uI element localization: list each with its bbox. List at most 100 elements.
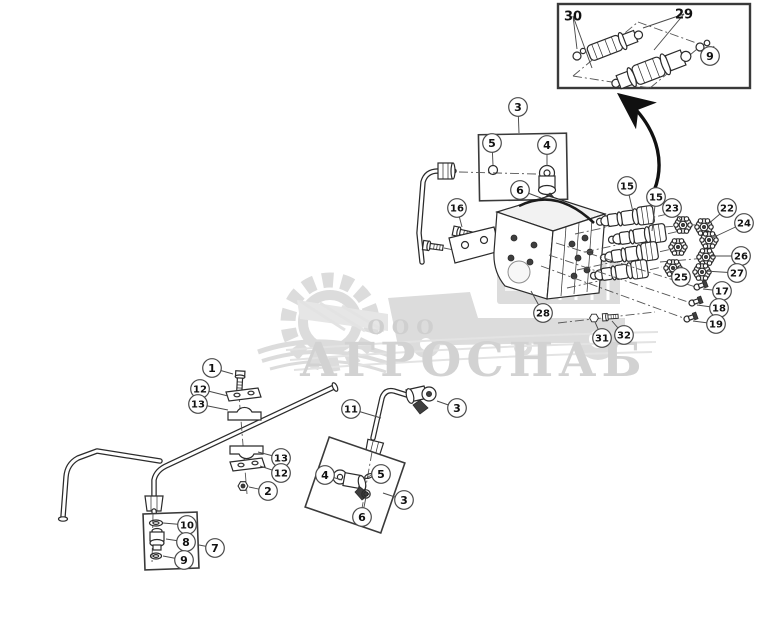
svg-text:19: 19	[709, 320, 723, 331]
bolt-16b	[421, 239, 445, 254]
svg-text:6: 6	[516, 184, 524, 197]
callout-28: 28	[530, 290, 553, 323]
callout-13: 13	[188, 394, 229, 414]
callout-3: 3	[508, 97, 528, 134]
pipe-clamp-assembly	[225, 370, 266, 495]
svg-text:31: 31	[595, 334, 609, 345]
callout-15: 15	[617, 176, 637, 213]
svg-text:1: 1	[208, 362, 216, 375]
svg-text:23: 23	[665, 204, 679, 215]
svg-text:25: 25	[674, 273, 688, 284]
callout-23: 23	[662, 198, 683, 223]
callout-31: 31	[592, 321, 612, 348]
washer-9b	[703, 39, 711, 47]
callout-16: 16	[447, 198, 467, 228]
svg-text:10: 10	[180, 521, 194, 532]
callout-5: 5	[482, 133, 502, 166]
svg-text:3: 3	[453, 402, 461, 415]
svg-text:15: 15	[620, 182, 634, 193]
svg-text:18: 18	[712, 304, 726, 315]
washer-10	[148, 519, 164, 527]
callout-3: 3	[382, 490, 414, 510]
svg-text:22: 22	[720, 204, 734, 215]
valve-spool-upper	[586, 29, 644, 61]
clamp-saddle-13-lower	[229, 445, 264, 460]
svg-text:16: 16	[450, 204, 464, 215]
dust-cap-26	[696, 248, 716, 266]
svg-text:6: 6	[358, 511, 366, 524]
callout-1: 1	[202, 358, 234, 378]
callout-13: 13	[257, 448, 291, 468]
elbow-fitting-3-hose	[405, 385, 437, 415]
svg-text:28: 28	[536, 309, 550, 320]
callout-29: 29	[642, 8, 693, 51]
callout-25: 25	[671, 266, 691, 287]
callout-18: 18	[696, 298, 729, 318]
callout-3: 3	[436, 398, 467, 418]
callout-9: 9	[162, 550, 194, 570]
svg-text:5: 5	[377, 468, 385, 481]
callout-7: 7	[198, 538, 225, 558]
dust-cap-23	[673, 216, 693, 234]
callout-30: 30	[564, 10, 593, 69]
diagram-linework	[57, 2, 752, 571]
bottom-fitting-box	[304, 435, 406, 535]
callout-19: 19	[692, 314, 726, 334]
svg-text:12: 12	[193, 385, 207, 396]
upper-steel-pipe	[416, 162, 457, 265]
o-ring-9	[149, 552, 163, 560]
clamp-saddle-13-upper	[227, 406, 262, 421]
svg-text:32: 32	[617, 331, 631, 342]
svg-text:24: 24	[737, 219, 751, 230]
fitting-8	[149, 527, 165, 551]
svg-text:11: 11	[344, 405, 358, 416]
svg-text:15: 15	[649, 193, 663, 204]
clamp-plate-12-upper	[225, 387, 262, 402]
svg-text:13: 13	[191, 400, 205, 411]
callout-12: 12	[259, 463, 291, 483]
o-ring-5	[487, 164, 499, 176]
long-steel-pipe	[57, 382, 339, 523]
callout-9: 9	[700, 45, 720, 66]
callout-6: 6	[352, 496, 372, 527]
callout-6: 6	[510, 180, 542, 200]
watermark-company-prefix: ООО	[367, 315, 440, 339]
callout-4: 4	[315, 465, 343, 485]
svg-text:5: 5	[488, 137, 496, 150]
bolt-1	[233, 370, 246, 392]
callout-11: 11	[341, 399, 382, 419]
pipe-nut	[437, 162, 456, 180]
svg-text:7: 7	[211, 542, 219, 555]
callout-2: 2	[248, 481, 278, 501]
svg-text:9: 9	[706, 50, 714, 63]
svg-text:27: 27	[730, 269, 744, 280]
nut-31	[589, 313, 599, 323]
svg-text:9: 9	[180, 554, 188, 567]
svg-text:3: 3	[514, 101, 522, 114]
dust-cap-27	[692, 263, 712, 281]
svg-text:30: 30	[564, 10, 582, 25]
svg-text:26: 26	[734, 252, 748, 263]
svg-text:4: 4	[543, 139, 551, 152]
callout-5: 5	[370, 464, 391, 484]
washer-30a	[572, 51, 582, 61]
inset-detail-box	[556, 2, 752, 90]
dust-cap-24	[699, 231, 719, 249]
watermark-company-name: АГРОСНАБ	[299, 333, 646, 388]
callout-32: 32	[611, 320, 634, 345]
svg-text:8: 8	[182, 536, 190, 549]
dust-cap-mid-left	[668, 238, 688, 256]
callout-27: 27	[704, 263, 747, 283]
clamp-plate-12-lower	[229, 457, 266, 472]
callout-24: 24	[711, 213, 754, 239]
svg-text:13: 13	[274, 454, 288, 465]
callout-22: 22	[706, 198, 737, 226]
callout-4: 4	[537, 135, 557, 166]
callout-15: 15	[646, 187, 666, 232]
control-valve-block	[448, 195, 607, 300]
valve-spool-lower	[611, 49, 692, 90]
svg-text:17: 17	[715, 287, 729, 298]
callout-26: 26	[709, 246, 751, 266]
